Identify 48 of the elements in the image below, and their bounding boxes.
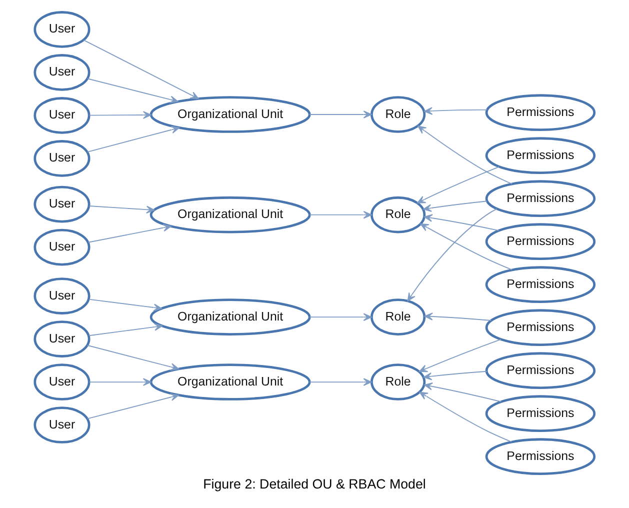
arrow: [423, 200, 488, 212]
node-ellipse: Permissions: [485, 309, 596, 346]
node-ellipse: Permissions: [485, 223, 596, 260]
node-ellipse: User: [34, 186, 90, 223]
node-ellipse: Permissions: [485, 180, 596, 217]
node-ellipse: Permissions: [485, 266, 596, 303]
arrow: [87, 393, 180, 420]
caption: Figure 2: Detailed OU & RBAC Model: [203, 476, 426, 492]
arrow: [87, 126, 180, 152]
arrow: [407, 208, 498, 302]
node-ellipse: Role: [370, 364, 426, 400]
node-ellipse: User: [34, 320, 90, 358]
arrow: [88, 206, 155, 214]
node-ellipse: Permissions: [485, 352, 596, 389]
arrow: [416, 166, 500, 204]
arrow: [309, 378, 372, 386]
arrow: [309, 313, 372, 321]
node-ellipse: User: [34, 406, 90, 444]
arrow: [88, 111, 152, 119]
arrow: [83, 40, 199, 100]
arrow: [88, 378, 152, 386]
arrow: [418, 126, 513, 184]
arrow: [309, 210, 372, 219]
arrow: [88, 323, 163, 336]
node-ellipse: User: [34, 54, 90, 91]
arrow: [424, 312, 492, 322]
node-ellipse: Permissions: [485, 395, 596, 432]
arrow: [424, 382, 502, 402]
node-ellipse: Role: [370, 298, 426, 336]
node-ellipse: User: [34, 11, 90, 48]
node-ellipse: Permissions: [485, 94, 596, 131]
node-ellipse: User: [34, 278, 90, 314]
arrow: [88, 298, 162, 312]
arrow: [87, 78, 178, 104]
node-ellipse: User: [34, 228, 90, 266]
arrow: [87, 344, 180, 371]
arrow: [424, 107, 488, 115]
node-ellipse: Permissions: [485, 137, 596, 174]
arrow: [424, 214, 500, 232]
node-ellipse: User: [34, 97, 90, 134]
arrow: [309, 110, 372, 118]
arrow: [423, 370, 488, 380]
node-ellipse: Permissions: [485, 438, 596, 475]
arrow: [88, 224, 172, 243]
node-ellipse: Organizational Unit: [150, 298, 311, 336]
node-ellipse: User: [34, 140, 90, 177]
node-ellipse: User: [34, 364, 90, 400]
arrow: [418, 338, 502, 372]
